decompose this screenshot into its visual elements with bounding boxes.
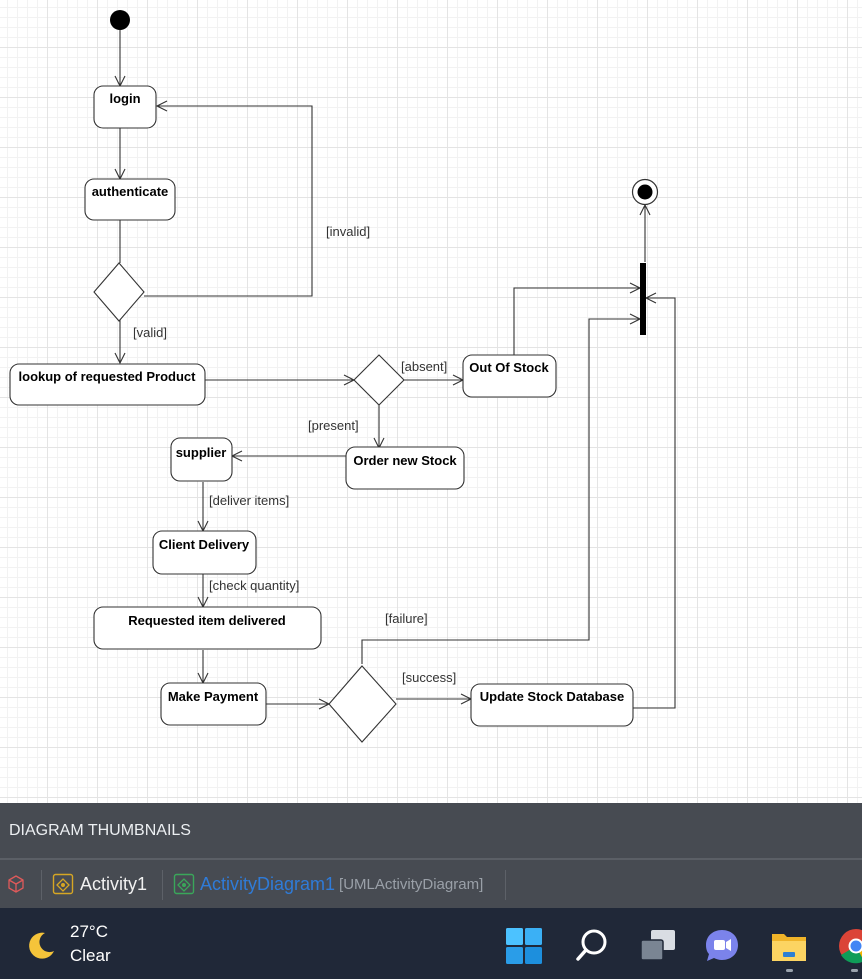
node-order-new-stock[interactable]: [345, 446, 465, 490]
edge-failure[interactable]: [361, 319, 640, 664]
activity-diagram: login authenticate lookup of requested P…: [9, 10, 676, 743]
node-make-payment[interactable]: [160, 682, 267, 726]
edge-invalid[interactable]: [144, 106, 313, 297]
guard-deliver-items: [deliver items]: [209, 493, 289, 508]
node-update-stock[interactable]: [470, 683, 634, 727]
running-indicator: [851, 969, 858, 972]
label-out-of-stock: Out Of Stock: [469, 360, 549, 375]
label-authenticate: authenticate: [92, 184, 169, 199]
panel-divider: [0, 858, 862, 860]
label-update-stock: Update Stock Database: [480, 689, 625, 704]
decision-payment[interactable]: [328, 665, 397, 743]
label-lookup: lookup of requested Product: [19, 369, 197, 384]
node-requested-delivered[interactable]: [93, 606, 322, 650]
diagram-thumbnails-bar: Activity1 ActivityDiagram1 [UMLActivityD…: [0, 860, 862, 908]
node-login[interactable]: [93, 85, 157, 129]
final-node[interactable]: [631, 178, 659, 206]
thumb-divider: [162, 870, 163, 900]
thumb-divider: [505, 870, 506, 900]
guard-failure: [failure]: [385, 611, 428, 626]
weather-temperature[interactable]: 27°C: [70, 922, 108, 941]
thumb-activity-diagram1-label: ActivityDiagram1: [200, 873, 336, 894]
decision-authenticate[interactable]: [93, 262, 145, 322]
weather-condition[interactable]: Clear: [70, 946, 111, 965]
node-out-of-stock[interactable]: [462, 354, 557, 398]
task-view-icon[interactable]: [639, 928, 677, 969]
label-supplier: supplier: [176, 445, 227, 460]
label-requested-delivered: Requested item delivered: [128, 613, 286, 628]
activity-diagram-icon: [173, 873, 195, 895]
file-explorer-icon[interactable]: [771, 928, 807, 969]
search-icon[interactable]: [574, 927, 610, 968]
running-indicator: [786, 969, 793, 972]
thumb-activity-diagram1[interactable]: ActivityDiagram1 [UMLActivityDiagram]: [173, 860, 483, 908]
decision-stock[interactable]: [353, 354, 405, 406]
model-cube-icon[interactable]: [6, 860, 26, 908]
edge-outofstock-fork[interactable]: [513, 288, 640, 355]
label-make-payment: Make Payment: [168, 689, 259, 704]
guard-present: [present]: [308, 418, 359, 433]
diagram-canvas[interactable]: login authenticate lookup of requested P…: [0, 0, 862, 803]
activity-icon: [52, 873, 74, 895]
node-lookup[interactable]: [9, 363, 206, 406]
thumb-divider: [41, 870, 42, 900]
diagram-thumbnails-header: DIAGRAM THUMBNAILS: [0, 803, 862, 858]
guard-check-quantity: [check quantity]: [209, 578, 299, 593]
chat-icon[interactable]: [704, 928, 740, 969]
taskbar: 27°C Clear: [0, 908, 862, 979]
node-client-delivery[interactable]: [152, 530, 257, 575]
initial-node[interactable]: [110, 10, 130, 30]
join-bar[interactable]: [640, 263, 646, 335]
guard-absent: [absent]: [401, 359, 447, 374]
edge-update-fork[interactable]: [633, 298, 676, 709]
thumb-activity1[interactable]: Activity1: [52, 860, 147, 908]
weather-moon-icon[interactable]: [24, 929, 58, 968]
thumb-activity-diagram1-type: [UMLActivityDiagram]: [339, 875, 484, 893]
label-login: login: [109, 91, 140, 106]
guard-invalid: [invalid]: [326, 224, 370, 239]
thumb-activity1-label: Activity1: [80, 873, 148, 894]
guard-success: [success]: [402, 670, 456, 685]
guard-valid: [valid]: [133, 325, 167, 340]
windows-start-icon[interactable]: [506, 928, 542, 969]
node-supplier[interactable]: [170, 437, 233, 482]
label-order-new-stock: Order new Stock: [353, 453, 457, 468]
node-authenticate[interactable]: [84, 178, 176, 221]
chrome-icon[interactable]: [838, 928, 862, 969]
label-client-delivery: Client Delivery: [159, 537, 250, 552]
